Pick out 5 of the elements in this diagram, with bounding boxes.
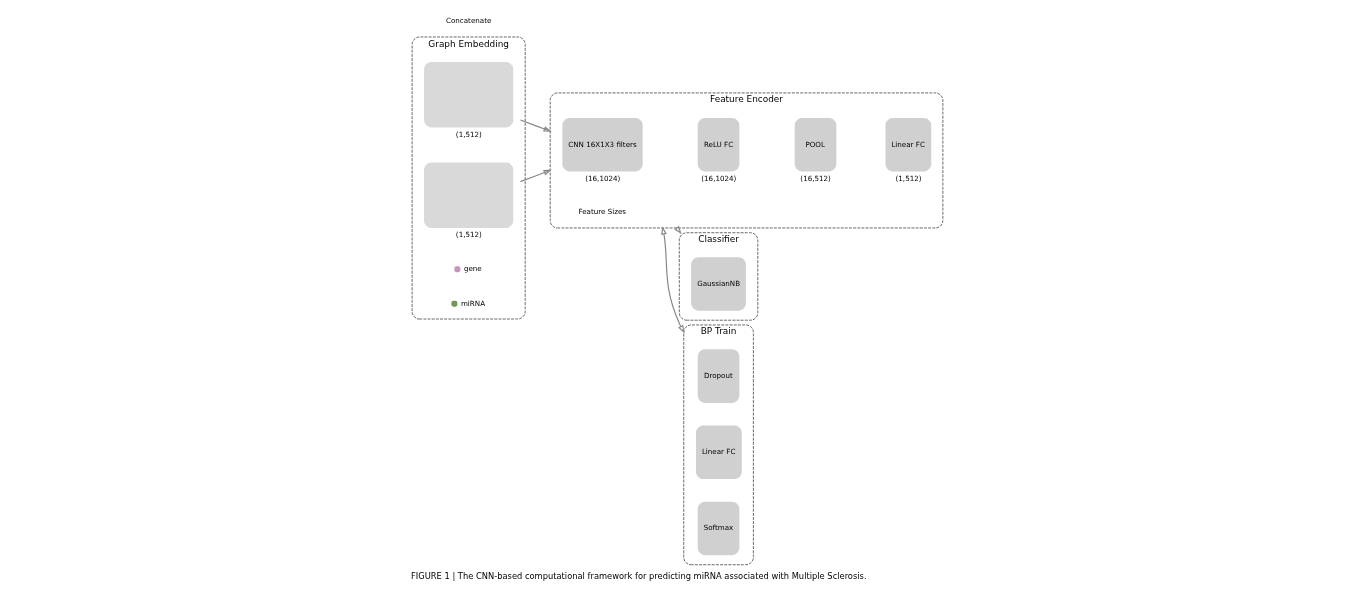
arrow — [519, 169, 552, 183]
caption: FIGURE 1 | The CNN-based computational framework for predicting miRNA associated with Multiple Sclerosis. — [410, 570, 867, 581]
node-box — [423, 162, 513, 228]
arrow — [519, 119, 552, 132]
node-box — [423, 62, 513, 128]
